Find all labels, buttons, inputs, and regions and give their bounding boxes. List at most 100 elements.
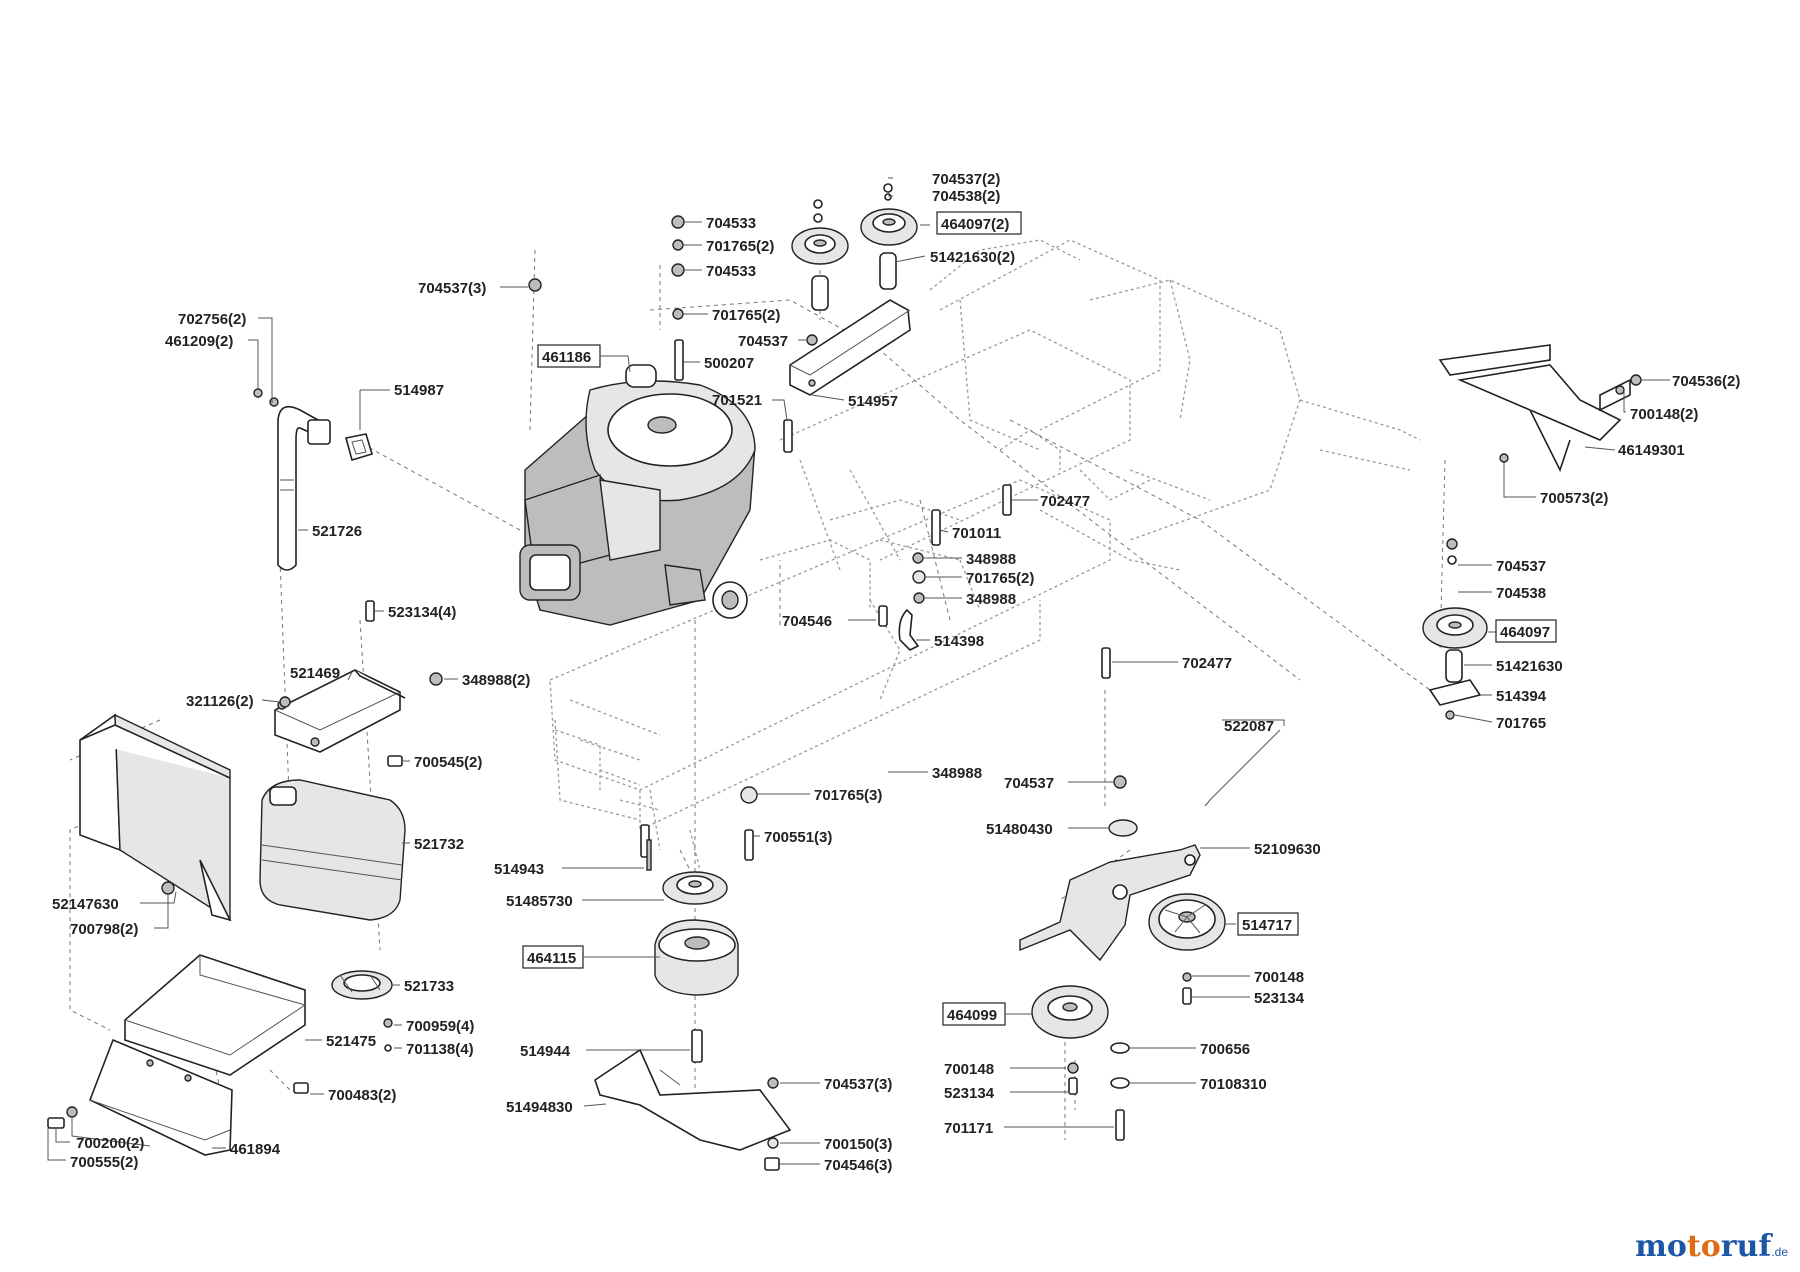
watermark-logo: motoruf.de: [1635, 1229, 1788, 1264]
label-348988-a: 348988: [966, 551, 1016, 568]
label-701765-r: 701765: [1496, 715, 1546, 732]
label-51485730: 51485730: [506, 893, 573, 910]
shield-52147630[interactable]: [79, 713, 232, 922]
label-51494830: 51494830: [506, 1099, 573, 1116]
label-464099[interactable]: 464099: [947, 1007, 997, 1024]
label-348988-c: 348988: [932, 765, 982, 782]
engine-461186[interactable]: [519, 364, 756, 626]
label-700573-2: 700573(2): [1540, 490, 1608, 507]
label-704533-a: 704533: [706, 215, 756, 232]
label-701765-2b: 701765(2): [712, 307, 780, 324]
label-700545-2: 700545(2): [414, 754, 482, 771]
label-704537-a: 704537: [738, 333, 788, 350]
bracket-514398[interactable]: [898, 608, 920, 651]
label-704537-3: 704537(3): [418, 280, 486, 297]
label-514944: 514944: [520, 1043, 571, 1060]
label-51421630-2: 51421630(2): [930, 249, 1015, 266]
label-46149301: 46149301: [1618, 442, 1685, 459]
label-51421630: 51421630: [1496, 658, 1563, 675]
label-514398: 514398: [934, 633, 984, 650]
exhaust-pipe-521726[interactable]: [277, 405, 331, 571]
label-521469: 521469: [290, 665, 340, 682]
label-523134-a: 523134: [1254, 990, 1305, 1007]
watermark-part2: to: [1686, 1229, 1721, 1264]
label-521726: 521726: [312, 523, 362, 540]
label-52147630: 52147630: [52, 896, 119, 913]
label-461894: 461894: [230, 1141, 281, 1158]
plate-521469[interactable]: [274, 600, 443, 767]
label-704537-3b: 704537(3): [824, 1076, 892, 1093]
pulley-514717[interactable]: [1148, 893, 1226, 1005]
pulley-464099[interactable]: [1031, 985, 1130, 1141]
label-704537-c: 704537: [1004, 775, 1054, 792]
label-464097[interactable]: 464097: [1500, 624, 1550, 641]
heatshield-521733[interactable]: [331, 970, 393, 1052]
label-701521: 701521: [712, 392, 762, 409]
label-514717[interactable]: 514717: [1242, 917, 1292, 934]
label-523134-4: 523134(4): [388, 604, 456, 621]
guard-461894[interactable]: [47, 1038, 309, 1156]
label-704546-3: 704546(3): [824, 1157, 892, 1174]
bracket-514957[interactable]: [789, 299, 911, 396]
label-701765-2a: 701765(2): [706, 238, 774, 255]
label-514394: 514394: [1496, 688, 1547, 705]
idler-arm-52109630[interactable]: [1019, 775, 1201, 962]
pulley-464097-2[interactable]: [860, 183, 918, 290]
label-701171: 701171: [944, 1120, 993, 1137]
pin-514943[interactable]: [646, 839, 652, 871]
label-700551-3: 700551(3): [764, 829, 832, 846]
label-521733: 521733: [404, 978, 454, 995]
pulley-top-center[interactable]: [791, 199, 849, 311]
label-514987: 514987: [394, 382, 444, 399]
gasket-514987[interactable]: [345, 433, 373, 462]
label-702756-2: 702756(2): [178, 311, 246, 328]
guard-521475[interactable]: [124, 954, 306, 1076]
label-700200-2: 700200(2): [76, 1135, 144, 1152]
label-702477-a: 702477: [1040, 493, 1090, 510]
label-701138-4: 701138(4): [406, 1041, 474, 1058]
label-702477-b: 702477: [1182, 655, 1232, 672]
muffler-521732[interactable]: [259, 779, 406, 921]
label-461186[interactable]: 461186: [542, 349, 591, 366]
label-464115[interactable]: 464115: [527, 950, 576, 967]
watermark-suffix: .de: [1771, 1245, 1788, 1259]
label-700150-3: 700150(3): [824, 1136, 892, 1153]
label-700798-2: 700798(2): [70, 921, 138, 938]
label-704536-2: 704536(2): [1672, 373, 1740, 390]
label-521475: 521475: [326, 1033, 376, 1050]
callouts: 704537(2) 704538(2) 464097(2) 51421630(2…: [47, 171, 1740, 1174]
label-700148-b: 700148: [944, 1061, 994, 1078]
label-704537-2: 704537(2): [932, 171, 1000, 188]
label-321126-2: 321126(2): [186, 693, 254, 710]
label-52109630: 52109630: [1254, 841, 1321, 858]
bracket-46149301[interactable]: [1438, 344, 1642, 473]
label-700959-4: 700959(4): [406, 1018, 474, 1035]
label-700148-2: 700148(2): [1630, 406, 1698, 423]
nuts-top-column: [528, 215, 818, 453]
label-500207: 500207: [704, 355, 754, 372]
watermark-part3: ruf: [1720, 1229, 1772, 1264]
label-700148-a: 700148: [1254, 969, 1304, 986]
label-514957: 514957: [848, 393, 898, 410]
label-701765-2c: 701765(2): [966, 570, 1034, 587]
label-704533-b: 704533: [706, 263, 756, 280]
label-700555-2: 700555(2): [70, 1154, 138, 1171]
label-704546: 704546: [782, 613, 832, 630]
label-700656: 700656: [1200, 1041, 1250, 1058]
label-70108310: 70108310: [1200, 1076, 1267, 1093]
label-51480430: 51480430: [986, 821, 1053, 838]
label-704538-2: 704538(2): [932, 188, 1000, 205]
pulley-464097[interactable]: [1422, 538, 1488, 720]
bracket-51494830[interactable]: [594, 1048, 792, 1171]
label-348988-b: 348988: [966, 591, 1016, 608]
clutch-464115[interactable]: [640, 786, 758, 1063]
center-fasteners: [878, 484, 1111, 679]
label-701011: 701011: [952, 525, 1001, 542]
spring-522087[interactable]: [1204, 729, 1281, 807]
label-514943: 514943: [494, 861, 544, 878]
label-523134-b: 523134: [944, 1085, 995, 1102]
label-464097-2[interactable]: 464097(2): [941, 216, 1009, 233]
label-348988-2: 348988(2): [462, 672, 530, 689]
label-461209-2: 461209(2): [165, 333, 233, 350]
